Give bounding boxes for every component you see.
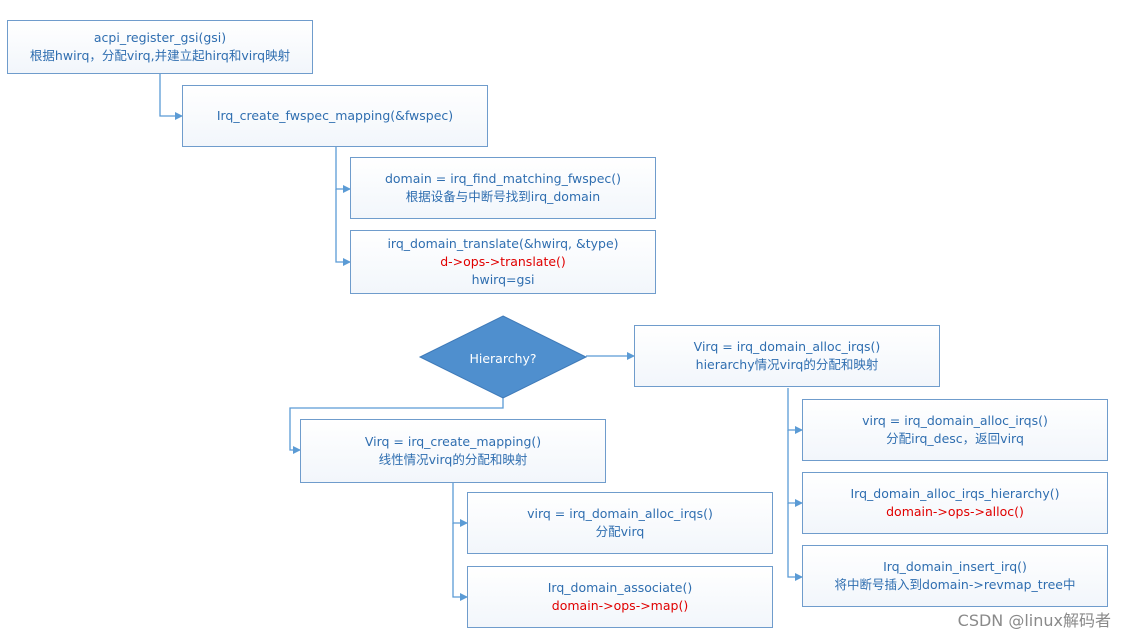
acpi-line1: acpi_register_gsi(gsi)	[93, 30, 227, 45]
create-line1: Virq = irq_create_mapping()	[364, 434, 542, 449]
arrow-create-to-l2	[452, 523, 468, 601]
linear2-line2: domain->ops->map()	[551, 598, 689, 613]
arrow-acpi-to-fwspec	[159, 74, 183, 120]
arrow-diamond-to-create	[289, 398, 504, 454]
arrow-alloc-to-h2	[787, 430, 803, 507]
alloc-irqs-desc-box: virq = irq_domain_alloc_irqs() 分配irq_des…	[802, 399, 1108, 461]
domain-associate-box: Irq_domain_associate() domain->ops->map(…	[467, 566, 773, 628]
arrow-create-to-l1	[452, 483, 468, 527]
create-mapping-box: Virq = irq_create_mapping() 线性情况virq的分配和…	[300, 419, 606, 483]
alloc-h-line2: hierarchy情况virq的分配和映射	[695, 357, 879, 372]
alloc-h-line1: Virq = irq_domain_alloc_irqs()	[693, 339, 881, 354]
alloc-h1-line2: 分配irq_desc，返回virq	[886, 431, 1024, 446]
find-line1: domain = irq_find_matching_fwspec()	[384, 171, 622, 186]
alloc-h2-line2: domain->ops->alloc()	[886, 504, 1024, 519]
alloc-h1-line1: virq = irq_domain_alloc_irqs()	[862, 413, 1048, 428]
arrow-fwspec-to-translate	[335, 189, 351, 266]
linear1-line2: 分配virq	[595, 524, 645, 539]
domain-translate-box: irq_domain_translate(&hwirq, &type) d->o…	[350, 230, 656, 294]
fwspec-mapping-box: Irq_create_fwspec_mapping(&fwspec)	[182, 85, 488, 147]
translate-line1: irq_domain_translate(&hwirq, &type)	[387, 236, 619, 251]
acpi-register-gsi-box: acpi_register_gsi(gsi) 根据hwirq，分配virq,并建…	[7, 20, 313, 74]
alloc-h3-line2: 将中断号插入到domain->revmap_tree中	[834, 577, 1076, 592]
arrow-alloc-to-h3	[787, 503, 803, 581]
hierarchy-decision-diamond	[418, 315, 588, 399]
alloc-irqs-hierarchy-box: Irq_domain_alloc_irqs_hierarchy() domain…	[802, 472, 1108, 534]
insert-irq-box: Irq_domain_insert_irq() 将中断号插入到domain->r…	[802, 545, 1108, 607]
hierarchy-label: Hierarchy?	[469, 350, 537, 366]
alloc-h2-line1: Irq_domain_alloc_irqs_hierarchy()	[850, 486, 1060, 501]
linear-alloc-irqs-box: virq = irq_domain_alloc_irqs() 分配virq	[467, 492, 773, 554]
translate-line3: hwirq=gsi	[471, 272, 535, 287]
arrow-fwspec-to-find	[335, 147, 351, 193]
linear1-line1: virq = irq_domain_alloc_irqs()	[527, 506, 713, 521]
alloc-hierarchy-box: Virq = irq_domain_alloc_irqs() hierarchy…	[634, 325, 940, 387]
find-line2: 根据设备与中断号找到irq_domain	[405, 189, 601, 204]
csdn-watermark: CSDN @linux解码者	[957, 611, 1111, 630]
find-matching-fwspec-box: domain = irq_find_matching_fwspec() 根据设备…	[350, 157, 656, 219]
create-line2: 线性情况virq的分配和映射	[378, 452, 528, 467]
alloc-h3-line1: Irq_domain_insert_irq()	[883, 559, 1027, 574]
acpi-line2: 根据hwirq，分配virq,并建立起hirq和virq映射	[29, 48, 291, 63]
fwspec-line1: Irq_create_fwspec_mapping(&fwspec)	[216, 108, 454, 123]
translate-line2: d->ops->translate()	[440, 254, 566, 269]
arrow-alloc-to-h1	[787, 388, 803, 434]
linear2-line1: Irq_domain_associate()	[547, 580, 693, 595]
